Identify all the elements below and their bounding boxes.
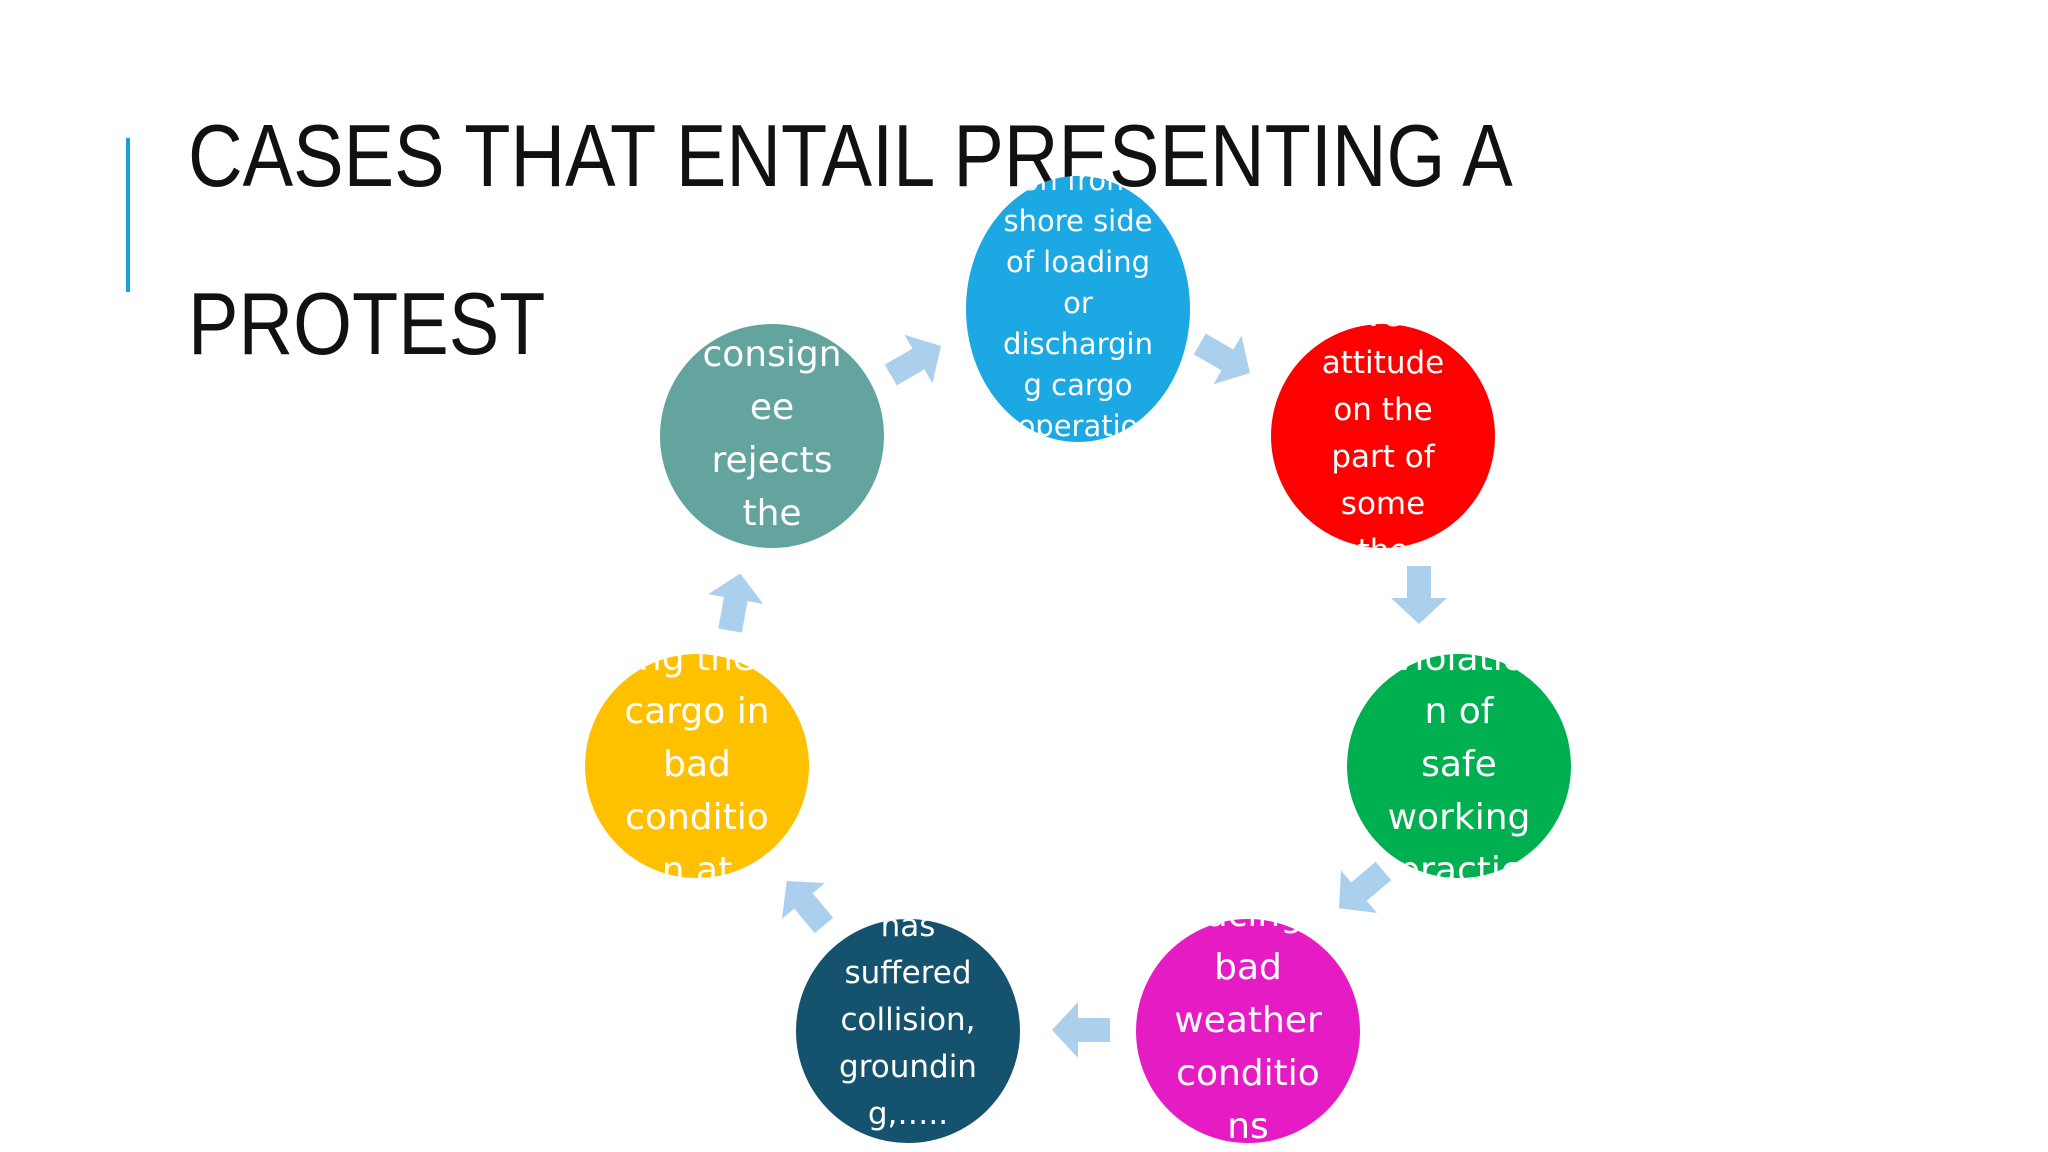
- cycle-node-bad-weather-text: facing bad weather conditio ns: [1174, 919, 1322, 1143]
- cycle-node-attitude: ve attitude on the part of some the: [1271, 324, 1495, 548]
- cycle-node-consignee-rejects: consign ee rejects the: [660, 324, 884, 548]
- cycle-node-shore-operations: on from shore side of loading or dischar…: [966, 176, 1190, 442]
- cycle-node-safe-working-violation-text: violatio n of safe working practic: [1387, 654, 1531, 878]
- title-accent-bar: [126, 138, 130, 292]
- cycle-node-consignee-rejects-text: consign ee rejects the: [702, 334, 842, 534]
- cycle-node-attitude-text: ve attitude on the part of some the: [1321, 324, 1445, 548]
- cycle-node-shore-operations-text: on from shore side of loading or dischar…: [1003, 176, 1153, 442]
- slide-title-line-2: PROTEST: [188, 274, 546, 373]
- cycle-node-bad-weather: facing bad weather conditio ns: [1136, 919, 1360, 1143]
- cycle-node-cargo-bad-condition-text: ng the cargo in bad conditio n at: [624, 654, 770, 878]
- cycle-node-collision-grounding-text: has suffered collision, groundin g,…..: [839, 919, 977, 1132]
- cycle-node-cargo-bad-condition: ng the cargo in bad conditio n at: [585, 654, 809, 878]
- cycle-node-safe-working-violation: violatio n of safe working practic: [1347, 654, 1571, 878]
- slide-title-line-1: CASES THAT ENTAIL PRESENTING A: [188, 106, 1513, 205]
- cycle-node-collision-grounding: has suffered collision, groundin g,…..: [796, 919, 1020, 1143]
